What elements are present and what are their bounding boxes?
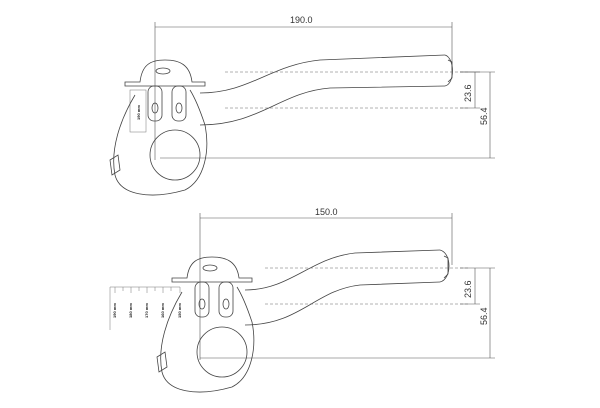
drop-value: 56.4 xyxy=(479,107,489,125)
scale-label: 170 mm xyxy=(144,303,149,318)
bottom-extension-drawing: 150.0 23.6 56.4 190 mm 180 mm 170 mm 160… xyxy=(109,207,495,393)
scale-label: 180 mm xyxy=(128,303,133,318)
scale-label: 150 mm xyxy=(177,303,182,318)
size-label: 190 mm xyxy=(136,105,141,120)
rise-value: 23.6 xyxy=(463,84,473,102)
rise-value: 23.6 xyxy=(463,280,473,298)
reach-value: 150.0 xyxy=(315,207,338,217)
top-extension-drawing: 190.0 23.6 56.4 190 mm xyxy=(109,15,495,196)
drop-value: 56.4 xyxy=(479,307,489,325)
scale-label: 190 mm xyxy=(112,303,117,318)
reach-value: 190.0 xyxy=(290,15,313,25)
scale-label: 160 mm xyxy=(160,303,165,318)
size-scale: 190 mm 180 mm 170 mm 160 mm 150 mm xyxy=(109,286,182,330)
